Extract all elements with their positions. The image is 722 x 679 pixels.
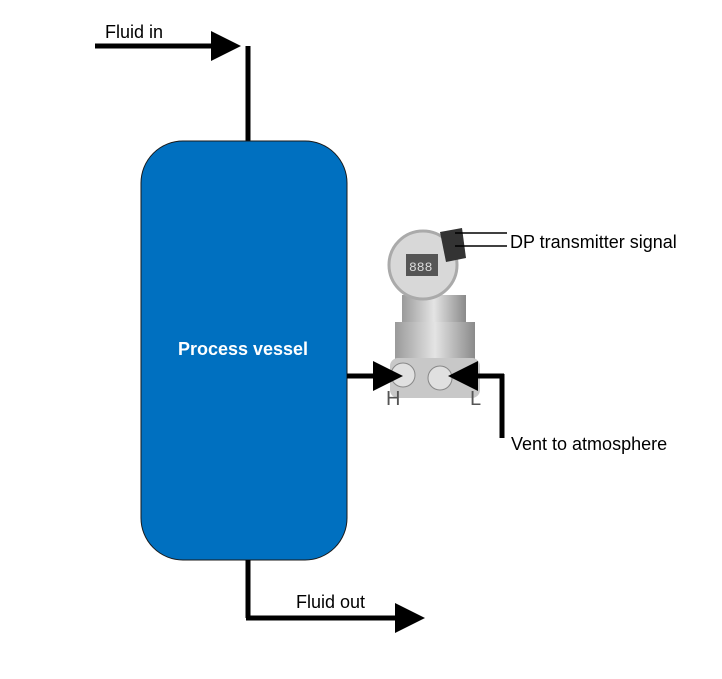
dp-signal-label: DP transmitter signal [510,232,677,252]
high-port-label: H [386,388,400,410]
vent-label: Vent to atmosphere [511,434,667,454]
process-vessel [140,140,348,561]
vessel-label: Process vessel [178,339,308,359]
low-port-label: L [470,388,481,410]
fluid-in-pipe [95,31,251,142]
display-digits: 888 [409,260,432,275]
fluid-out-pipe [245,560,425,633]
low-side-vent-line [448,361,505,438]
fluid-out-label: Fluid out [296,592,365,612]
dp-transmitter: 888 [387,228,480,398]
fluid-in-label: Fluid in [105,22,163,42]
